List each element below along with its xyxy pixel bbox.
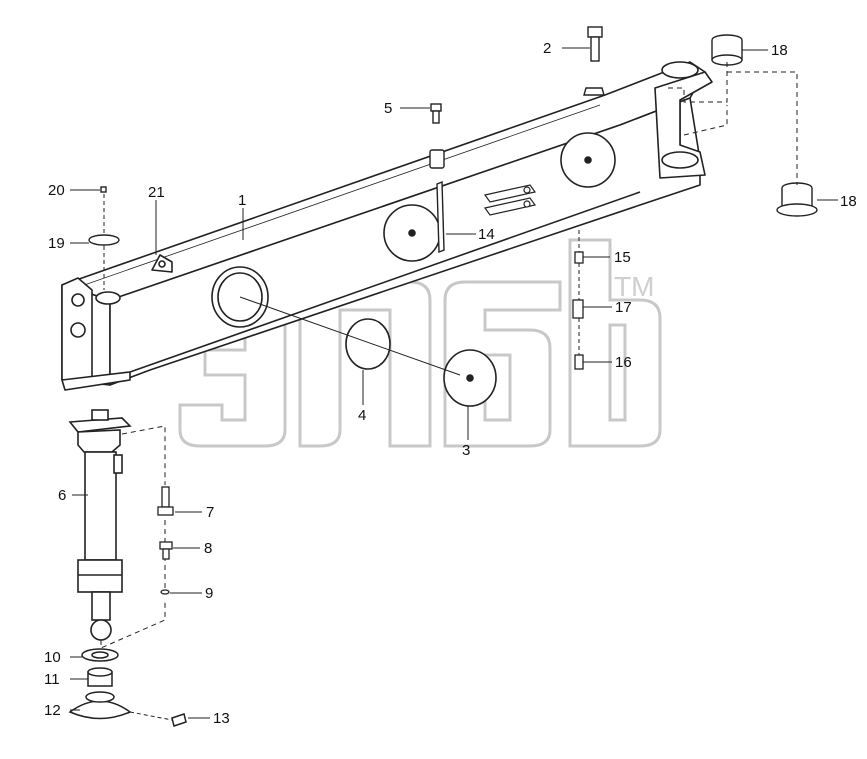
bolt-5 bbox=[429, 103, 445, 169]
trademark-mark: TM bbox=[614, 271, 654, 302]
grease-fittings bbox=[572, 251, 584, 370]
cover-plate-rear bbox=[560, 132, 616, 188]
cover-plate-mid bbox=[383, 204, 441, 262]
cap-plate bbox=[88, 186, 120, 246]
base-assembly bbox=[68, 648, 187, 727]
cover-plate-exploded bbox=[443, 349, 497, 407]
callout-19: 19 bbox=[48, 235, 65, 252]
callout-16: 16 bbox=[615, 354, 632, 371]
leader-bushing bbox=[668, 62, 798, 185]
callout-7: 7 bbox=[206, 504, 214, 521]
callout-4: 4 bbox=[358, 407, 366, 424]
washer-9 bbox=[160, 589, 170, 595]
callout-3: 3 bbox=[462, 442, 470, 459]
gasket-ring bbox=[345, 318, 391, 370]
callout-9: 9 bbox=[205, 585, 213, 602]
callout-13: 13 bbox=[213, 710, 230, 727]
callout-leaders bbox=[70, 47, 838, 719]
callout-17: 17 bbox=[615, 299, 632, 316]
callout-1: 1 bbox=[238, 192, 246, 209]
callout-12: 12 bbox=[44, 702, 61, 719]
callout-18-bottom: 18 bbox=[840, 193, 857, 210]
callout-11: 11 bbox=[44, 671, 60, 688]
callout-20: 20 bbox=[48, 182, 65, 199]
callout-5: 5 bbox=[384, 100, 392, 117]
callout-numbers: 1 2 3 4 5 6 7 8 9 10 11 12 13 14 15 16 1… bbox=[44, 40, 857, 727]
callout-18-top: 18 bbox=[771, 42, 788, 59]
wear-plates bbox=[483, 184, 537, 216]
callout-10: 10 bbox=[44, 649, 61, 666]
support-column bbox=[68, 409, 132, 641]
leader-base-bolt bbox=[129, 711, 173, 721]
callout-8: 8 bbox=[204, 540, 212, 557]
leader-cover bbox=[239, 296, 461, 376]
bushing-top bbox=[711, 34, 743, 66]
shim-strip bbox=[436, 180, 445, 254]
callout-6: 6 bbox=[58, 487, 66, 504]
bolt-8 bbox=[159, 541, 173, 560]
callout-15: 15 bbox=[614, 249, 631, 266]
callout-21: 21 bbox=[148, 184, 165, 201]
bolt-7 bbox=[157, 486, 174, 516]
bushing-bottom bbox=[776, 182, 818, 217]
callout-14: 14 bbox=[478, 226, 495, 243]
callout-2: 2 bbox=[543, 40, 551, 57]
bolt-2 bbox=[583, 26, 605, 96]
